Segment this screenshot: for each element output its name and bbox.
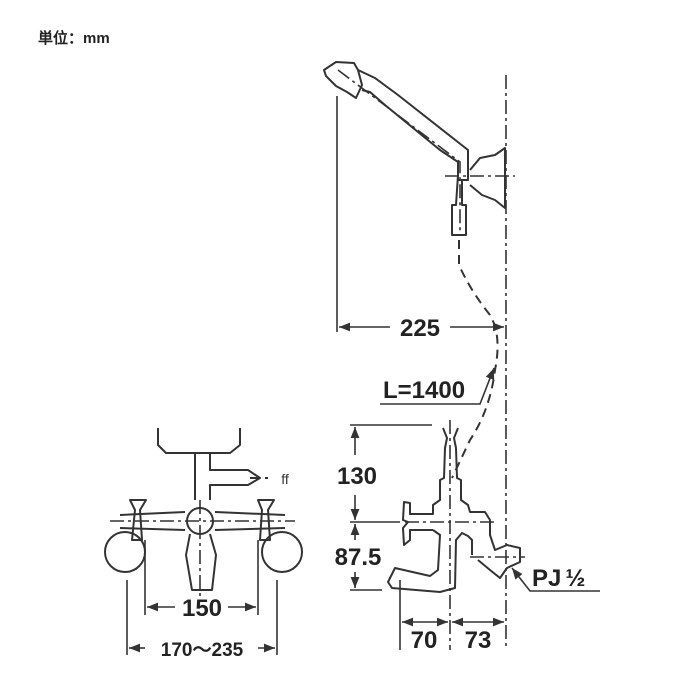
- svg-text:ff: ff: [281, 471, 289, 487]
- dim-87-5: 87.5: [335, 544, 382, 571]
- dim-225: 225: [400, 315, 440, 342]
- shower-head: [323, 61, 515, 236]
- hose-leader: [380, 367, 495, 405]
- dim-170-235: 170～235: [161, 640, 244, 661]
- dim-73: 73: [465, 627, 492, 654]
- dim-150: 150: [182, 595, 222, 622]
- dim-130: 130: [337, 463, 377, 490]
- unit-label: 単位：mm: [38, 30, 110, 47]
- dim-70: 70: [411, 627, 438, 654]
- thread-leader: [511, 567, 600, 592]
- faucet-side-view: [387, 427, 525, 593]
- hose-length-label: L=1400: [383, 377, 465, 404]
- hose: [451, 240, 499, 479]
- faucet-front-view: ff: [104, 428, 303, 600]
